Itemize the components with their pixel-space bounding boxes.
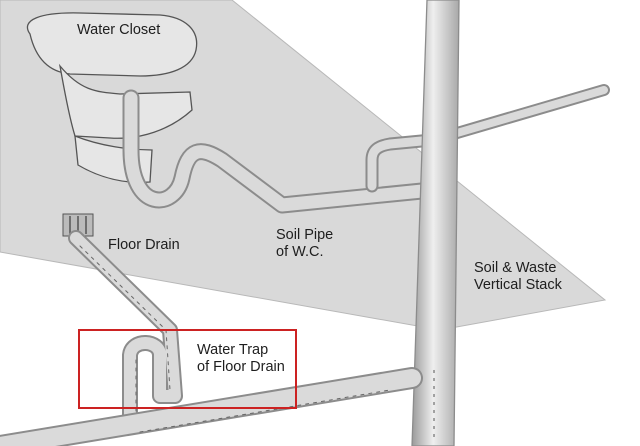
label-water-trap: Water Trap of Floor Drain (197, 342, 285, 375)
vertical-stack (411, 0, 460, 446)
label-water-closet: Water Closet (77, 22, 161, 38)
label-floor-drain: Floor Drain (108, 237, 180, 253)
horizontal-drain (0, 367, 423, 446)
label-vertical-stack: Soil & Waste Vertical Stack (474, 260, 562, 293)
soil-pipe (122, 89, 441, 214)
vent-pipe (434, 84, 610, 144)
label-soil-pipe: Soil Pipe of W.C. (276, 227, 334, 260)
water-trap-highlight-box (78, 329, 297, 409)
